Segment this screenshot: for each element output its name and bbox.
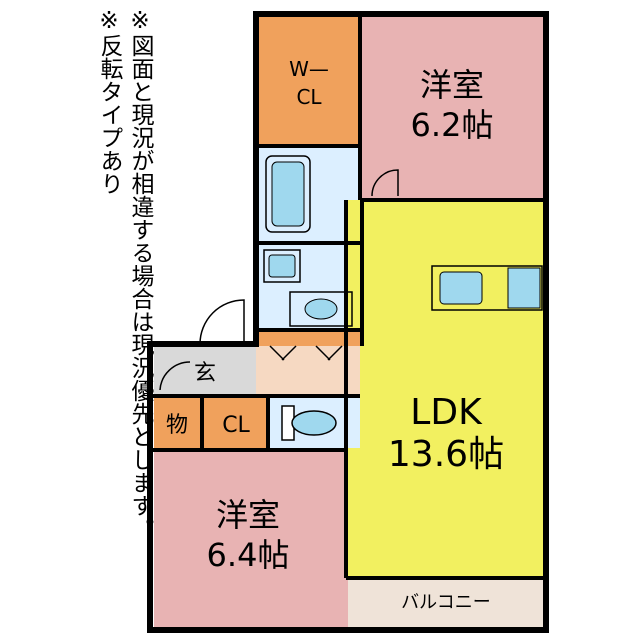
western-top-label: 洋室: [420, 66, 484, 104]
storage-room: [154, 398, 200, 450]
western-room-top: [362, 16, 544, 198]
closet: [204, 398, 268, 450]
notes: ※図面と現況が相違する場合は現況優先とします。 ※反転タイプあり: [96, 8, 153, 608]
western-room-bottom: [154, 452, 348, 628]
western-top-size: 6.2帖: [411, 106, 494, 144]
wcl-label-line2: CL: [296, 85, 322, 109]
walk-in-closet: [258, 16, 360, 144]
walls: [147, 11, 549, 633]
inner-walls: [152, 14, 546, 580]
storage-label: 物: [166, 413, 188, 438]
bathtub-icon: [265, 155, 311, 233]
hall-storage: [258, 330, 360, 346]
wcl-label-line1: W—: [289, 57, 329, 81]
washing-machine-icon: [289, 291, 353, 327]
ldk-size: 13.6帖: [388, 434, 504, 475]
balcony-label: バルコニー: [401, 592, 491, 613]
western-bottom-label: 洋室: [216, 496, 280, 534]
entrance-label: 玄: [194, 361, 216, 386]
kitchen-counter-icon: [431, 265, 543, 311]
entrance: [154, 346, 256, 396]
balcony: [348, 580, 544, 628]
ldk-room: [348, 200, 544, 578]
western-bottom-size: 6.4帖: [207, 536, 290, 574]
hallway: [256, 346, 360, 396]
closet-label: CL: [222, 413, 250, 438]
wash-basin-icon: [263, 249, 301, 283]
ldk-label: LDK: [410, 392, 483, 433]
toilet-icon: [281, 405, 337, 441]
door-swings: [159, 169, 399, 391]
note-reversed-type: ※反転タイプあり: [96, 8, 122, 195]
